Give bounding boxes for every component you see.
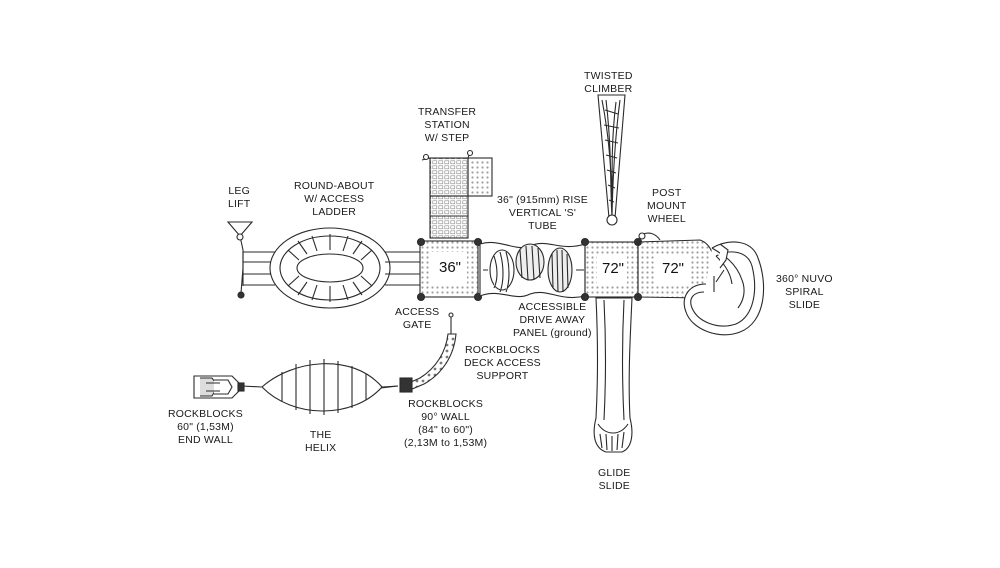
label-helix: THE HELIX xyxy=(305,429,337,454)
round-about xyxy=(242,227,420,309)
rockblocks-90-wall xyxy=(379,377,413,393)
deck-72b-label: 72" xyxy=(662,260,685,277)
glide-slide xyxy=(593,297,633,453)
rockblocks-end-wall xyxy=(193,375,245,399)
label-access-gate: ACCESS GATE xyxy=(395,306,440,331)
label-90-wall: ROCKBLOCKS 90° WALL (84" to 60") (2,13M … xyxy=(404,398,488,449)
label-deck-access-support: ROCKBLOCKS DECK ACCESS SUPPORT xyxy=(464,344,541,382)
transfer-station xyxy=(421,149,493,239)
deck-36-label: 36" xyxy=(439,259,462,276)
label-glide-slide: GLIDE SLIDE xyxy=(598,467,631,492)
label-twisted-climber: TWISTED CLIMBER xyxy=(584,70,633,95)
label-drive-away-panel: ACCESSIBLE DRIVE AWAY PANEL (ground) xyxy=(513,301,592,339)
label-spiral-slide: 360° NUVO SPIRAL SLIDE xyxy=(776,273,833,311)
s-tube xyxy=(479,242,586,298)
label-transfer-station: TRANSFER STATION W/ STEP xyxy=(418,106,477,144)
deck-72-right xyxy=(637,239,716,299)
post-mount-wheel xyxy=(638,232,661,241)
label-post-mount-wheel: POST MOUNT WHEEL xyxy=(647,187,687,225)
label-end-wall: ROCKBLOCKS 60" (1,53M) END WALL xyxy=(168,408,243,446)
label-round-about: ROUND-ABOUT W/ ACCESS LADDER xyxy=(294,180,375,218)
leg-lift xyxy=(226,221,254,299)
label-leg-lift: LEG LIFT xyxy=(228,185,251,210)
deck-36 xyxy=(416,237,483,302)
twisted-climber xyxy=(597,94,626,226)
spiral-slide xyxy=(683,241,765,336)
the-helix xyxy=(241,359,399,415)
deck-72a-label: 72" xyxy=(602,260,625,277)
label-s-tube: 36" (915mm) RISE VERTICAL 'S' TUBE xyxy=(497,194,588,232)
